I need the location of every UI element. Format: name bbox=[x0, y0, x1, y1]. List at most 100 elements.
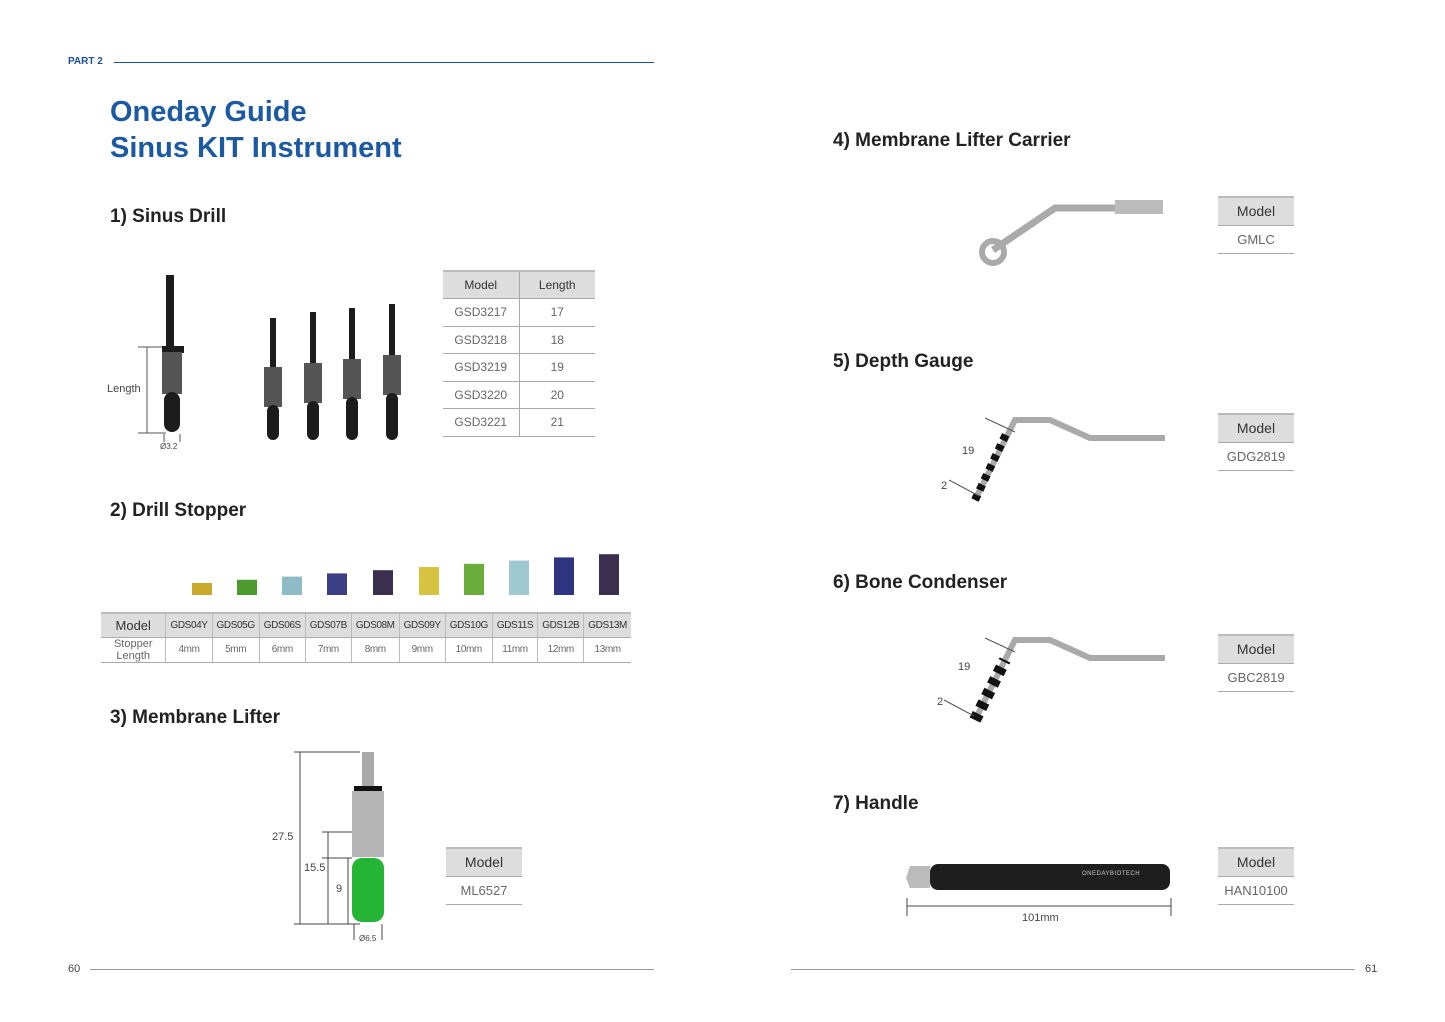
stopper-length: 12mm bbox=[537, 637, 584, 663]
row-label-stopper-length: Stopper Length bbox=[101, 637, 166, 663]
section-title-bone-condenser: 6) Bone Condenser bbox=[833, 572, 1008, 593]
stopper-length: 8mm bbox=[350, 637, 400, 663]
section-title-sinus-drill: 1) Sinus Drill bbox=[110, 206, 227, 227]
stopper-model: GDS04Y bbox=[165, 612, 213, 638]
depth-gauge-illustration bbox=[948, 417, 1165, 502]
stopper-length: 6mm bbox=[258, 637, 306, 663]
cell: 20 bbox=[518, 381, 595, 409]
handle-model-table: Model HAN10100 bbox=[1218, 847, 1294, 905]
cell: GSD3221 bbox=[443, 408, 519, 437]
stopper-length: 5mm bbox=[211, 637, 260, 663]
dim-15-5: 15.5 bbox=[304, 862, 326, 874]
model-value: GDG2819 bbox=[1218, 442, 1294, 471]
stopper-length: 11mm bbox=[491, 637, 538, 663]
stopper-model: GDS11S bbox=[491, 612, 538, 638]
drill-stopper-illustration bbox=[192, 554, 619, 595]
membrane-lifter-illustration bbox=[294, 751, 384, 940]
stopper-length: 4mm bbox=[165, 637, 213, 663]
dim-2: 2 bbox=[941, 480, 948, 492]
stopper-model: GDS10G bbox=[444, 612, 493, 638]
cell: 17 bbox=[518, 298, 595, 327]
drill-stopper-GDS08M bbox=[373, 570, 393, 595]
section-title-drill-stopper: 2) Drill Stopper bbox=[110, 500, 247, 521]
drill-stopper-GDS12B bbox=[554, 557, 574, 595]
stopper-model: GDS06S bbox=[258, 612, 306, 638]
stopper-model: GDS07B bbox=[304, 612, 352, 638]
stopper-length: 7mm bbox=[304, 637, 352, 663]
stopper-model: GDS13M bbox=[583, 612, 631, 638]
page-number-left: 60 bbox=[68, 963, 81, 975]
diameter-label: Ø6.5 bbox=[359, 934, 377, 943]
cell: GSD3217 bbox=[443, 298, 519, 327]
drill-stopper-GDS07B bbox=[327, 573, 347, 595]
drill-stopper-GDS04Y bbox=[192, 583, 212, 595]
page-title: Oneday Guide Sinus KIT Instrument bbox=[110, 94, 402, 166]
bone-condenser-model-table: Model GBC2819 bbox=[1218, 634, 1294, 692]
model-header: Model bbox=[1218, 634, 1294, 664]
model-header: Model bbox=[446, 847, 522, 877]
footer-rule-right bbox=[791, 969, 1355, 970]
row-label-model: Model bbox=[101, 612, 166, 638]
model-value: GMLC bbox=[1218, 225, 1294, 254]
drill-stopper-GDS13M bbox=[599, 554, 619, 595]
page-number-right: 61 bbox=[1365, 963, 1378, 975]
dim-27-5: 27.5 bbox=[272, 831, 294, 843]
stopper-model: GDS09Y bbox=[398, 612, 446, 638]
handle-brand-logo: ONEDAYBIOTECH bbox=[1082, 871, 1141, 877]
dim-2: 2 bbox=[937, 696, 944, 708]
carrier-model-table: Model GMLC bbox=[1218, 196, 1294, 254]
model-value: GBC2819 bbox=[1218, 663, 1294, 692]
model-value: HAN10100 bbox=[1218, 876, 1294, 905]
model-header: Model bbox=[1218, 196, 1294, 226]
cell: GSD3218 bbox=[443, 326, 519, 354]
bone-condenser-illustration bbox=[943, 637, 1165, 723]
header-rule bbox=[114, 62, 654, 63]
model-header: Model bbox=[1218, 847, 1294, 877]
section-title-depth-gauge: 5) Depth Gauge bbox=[833, 351, 974, 372]
stopper-model: GDS12B bbox=[537, 612, 584, 638]
cell: GSD3220 bbox=[443, 381, 519, 409]
cell: 19 bbox=[518, 353, 595, 382]
drill-stopper-GDS05G bbox=[237, 579, 257, 595]
length-label: Length bbox=[107, 383, 141, 395]
col-length: Length bbox=[518, 270, 595, 299]
part-label: PART 2 bbox=[68, 56, 103, 67]
drill-stopper-GDS10G bbox=[464, 563, 484, 595]
section-title-membrane-lifter: 3) Membrane Lifter bbox=[110, 707, 280, 728]
cell: 18 bbox=[518, 326, 595, 354]
dim-19: 19 bbox=[958, 661, 971, 673]
stopper-length: 9mm bbox=[398, 637, 446, 663]
membrane-lifter-carrier-illustration bbox=[979, 200, 1163, 266]
title-line-1: Oneday Guide bbox=[110, 96, 307, 128]
col-model: Model bbox=[443, 270, 519, 299]
stopper-model: GDS05G bbox=[211, 612, 260, 638]
diameter-label: Ø3.2 bbox=[160, 442, 178, 451]
stopper-length: 13mm bbox=[583, 637, 631, 663]
stopper-length: 10mm bbox=[444, 637, 493, 663]
depth-gauge-model-table: Model GDG2819 bbox=[1218, 413, 1294, 471]
dim-9: 9 bbox=[336, 883, 343, 895]
drill-stopper-GDS11S bbox=[509, 560, 529, 595]
cell: 21 bbox=[518, 408, 595, 437]
dim-19: 19 bbox=[962, 445, 975, 457]
drill-stopper-GDS09Y bbox=[419, 567, 439, 595]
title-line-2: Sinus KIT Instrument bbox=[110, 132, 402, 164]
section-title-membrane-lifter-carrier: 4) Membrane Lifter Carrier bbox=[833, 130, 1071, 151]
model-value: ML6527 bbox=[446, 876, 522, 905]
handle-illustration bbox=[906, 864, 1172, 916]
section-title-handle: 7) Handle bbox=[833, 793, 919, 814]
drill-stopper-GDS06S bbox=[282, 576, 302, 595]
footer-rule-left bbox=[90, 969, 654, 970]
cell: GSD3219 bbox=[443, 353, 519, 382]
sinus-drill-illustration bbox=[138, 275, 401, 442]
model-header: Model bbox=[1218, 413, 1294, 443]
handle-length: 101mm bbox=[1022, 912, 1059, 924]
membrane-lifter-model-table: Model ML6527 bbox=[446, 847, 522, 905]
